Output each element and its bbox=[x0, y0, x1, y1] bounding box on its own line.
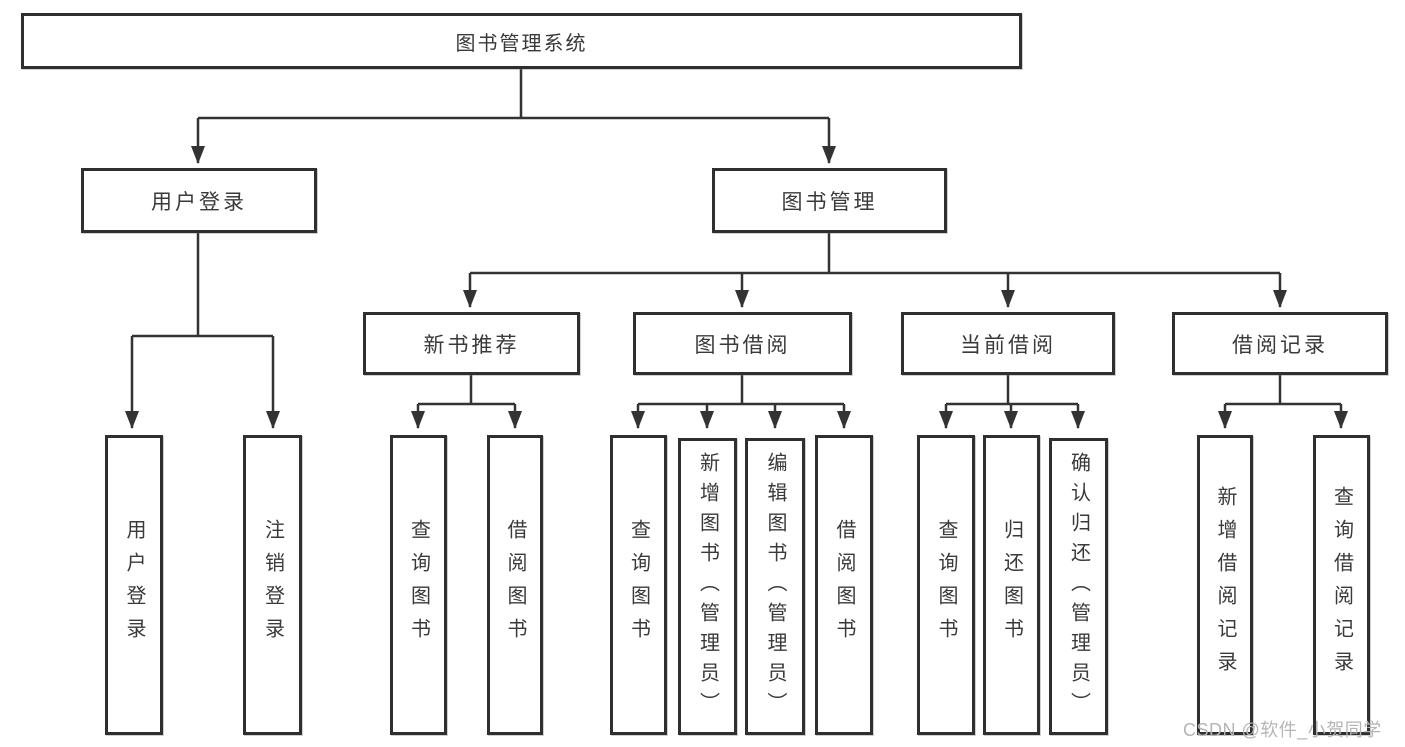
node-borrow-records: 借阅记录 bbox=[1172, 312, 1388, 375]
node-book-management: 图书管理 bbox=[712, 168, 947, 233]
leaf-return-book: 归还图书 bbox=[983, 435, 1040, 735]
connector-borrow-records-trunk bbox=[1225, 375, 1341, 406]
connector-book-management-trunk bbox=[470, 233, 1280, 275]
node-user-login: 用户登录 bbox=[81, 168, 317, 233]
leaf-add-book-admin: 新增图书（管理员） bbox=[678, 438, 737, 735]
node-book-borrow: 图书借阅 bbox=[633, 312, 852, 375]
connector-user-login-trunk bbox=[132, 233, 273, 338]
node-current-borrow: 当前借阅 bbox=[901, 312, 1115, 375]
node-new-book-recommend: 新书推荐 bbox=[363, 312, 580, 375]
leaf-query-books-current: 查询图书 bbox=[917, 435, 975, 735]
leaf-query-books-recommend: 查询图书 bbox=[390, 435, 447, 735]
connector-book-borrow-trunk bbox=[638, 375, 844, 406]
leaf-query-borrow-record: 查询借阅记录 bbox=[1313, 435, 1370, 735]
leaf-edit-book-admin: 编辑图书（管理员） bbox=[745, 438, 805, 735]
connector-current-borrow-trunk bbox=[946, 375, 1078, 406]
connector-root-trunk bbox=[198, 69, 829, 120]
leaf-query-books-borrow: 查询图书 bbox=[610, 435, 667, 735]
csdn-watermark: CSDN @软件_小贺同学 bbox=[1183, 720, 1382, 740]
leaf-user-login: 用户登录 bbox=[105, 435, 163, 735]
leaf-confirm-return-admin: 确认归还（管理员） bbox=[1049, 438, 1108, 735]
leaf-add-borrow-record: 新增借阅记录 bbox=[1197, 435, 1253, 735]
node-root-library-management-system: 图书管理系统 bbox=[21, 13, 1022, 69]
leaf-logout: 注销登录 bbox=[243, 435, 302, 735]
connector-new-book-trunk bbox=[418, 375, 515, 406]
leaf-borrow-books-recommend: 借阅图书 bbox=[487, 435, 543, 735]
leaf-borrow-books-borrow: 借阅图书 bbox=[815, 435, 873, 735]
